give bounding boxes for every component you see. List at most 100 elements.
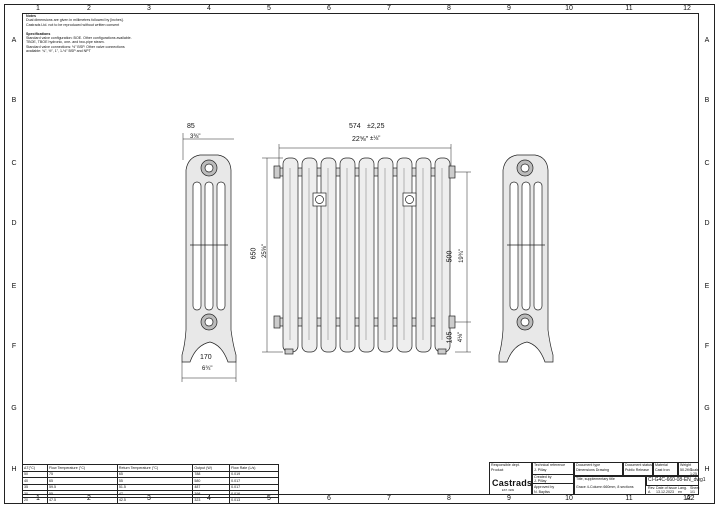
table-row: 35 59.5 51.5 487 0.017 [21, 483, 279, 491]
col-label: 8 [447, 5, 451, 12]
drawing-border-inner [22, 13, 699, 495]
tb-cell-status [623, 462, 653, 476]
col-label: 2 [87, 5, 91, 12]
tb-status: Public Release [625, 468, 649, 472]
castrads-logo: Castrads [492, 478, 533, 488]
dim-side-depth: 85 [187, 123, 195, 130]
tb-created: J. Pillay [534, 479, 547, 483]
row-label: B [11, 97, 17, 104]
drawing-border-outer [4, 4, 715, 504]
tb-approved-label: Approved by [534, 485, 555, 489]
tb-sheet: 1/1 [690, 490, 695, 494]
tb-dept-label: Responsible dept. [491, 463, 520, 467]
col-label: 5 [267, 5, 271, 12]
row-ruler-right: A B C D E F G H [700, 13, 714, 495]
table-header-row: ΔT(°C) Flow Temperature (°C) Return Temp… [21, 464, 279, 472]
table-cell: 20 [21, 496, 49, 504]
row-label: F [11, 343, 17, 350]
tb-lang-label: Lang. [678, 486, 687, 490]
dim-centres: 500 [446, 250, 454, 263]
col-label: 12 [683, 5, 691, 12]
tb-rev: A [648, 490, 651, 494]
dim-height-in: 25⅝" [261, 244, 268, 258]
row-ruler-left: A B C D E F G H [7, 13, 21, 495]
row-label: G [11, 405, 17, 412]
col-label: 7 [387, 5, 391, 12]
left-side-view [181, 154, 237, 363]
row-label: E [704, 283, 710, 290]
row-label: C [11, 160, 17, 167]
spec-line: available: ¾", ½", 1", 1-½" BSP and NPT [26, 49, 91, 54]
table-cell: 0.013 [229, 496, 279, 504]
tb-date-label: Date of issue [656, 486, 677, 490]
dim-total-width-in-tol: ±⅛" [370, 136, 381, 142]
dim-total-width: 574 [349, 123, 361, 130]
col-label: 9 [507, 5, 511, 12]
col-label: 7 [387, 495, 391, 502]
tb-doctype: Dimensions Drawing [576, 468, 609, 472]
column-ruler-top: 1 2 3 4 5 6 7 8 9 10 11 12 [22, 4, 699, 13]
table-cell: 42.5 [116, 496, 194, 504]
tb-cell-material [653, 462, 678, 476]
notes-line: Castrads Ltd. not to be reproduced witho… [26, 22, 120, 27]
col-label: 12 [683, 495, 691, 502]
col-label: 11 [625, 495, 633, 502]
tb-cell-drawno [646, 476, 699, 486]
tb-material-label: Material [655, 463, 668, 467]
notes-heading: Notes [26, 14, 36, 18]
col-label: 10 [565, 5, 573, 12]
col-label: 4 [207, 5, 211, 12]
row-label: F [704, 343, 710, 350]
tb-title: Grace 4-Column 660mm, 8 sections [576, 485, 634, 489]
front-view [273, 157, 456, 355]
table-cell: 47.5 [47, 496, 118, 504]
col-label: 11 [625, 5, 633, 12]
dim-centres-in: 19¾" [458, 249, 465, 263]
row-label: C [704, 160, 710, 167]
col-label: 3 [147, 5, 151, 12]
table-cell: 323 [192, 496, 231, 504]
row-label: D [704, 220, 710, 227]
notes-line: Dual dimensions are given in millimetres… [26, 18, 124, 23]
tb-dept: Product [491, 468, 504, 472]
col-label: 6 [327, 5, 331, 12]
tb-drawing-no: CI-G4C-660-08-EN_dwg1 [648, 477, 706, 483]
tb-date: 13.12.2023 [656, 490, 674, 494]
tb-doctype-label: Document type [576, 463, 601, 467]
dim-total-width-tol: ±2,25 [367, 123, 385, 130]
dim-floor-valve: 105 [446, 331, 454, 344]
spec-line: TBOE, TBOE hydronic, one- and two-pipe s… [26, 40, 105, 45]
tb-weight-label: Weight [680, 463, 692, 467]
row-label: A [11, 37, 17, 44]
tb-cell-doctype [574, 462, 623, 476]
dim-depth-bottom: 170 [200, 354, 212, 361]
tb-lang: en [678, 490, 682, 494]
tb-status-label: Document status [625, 463, 652, 467]
row-label: H [11, 466, 17, 473]
tb-weight: 50.2KG [680, 468, 693, 472]
row-label: D [11, 220, 17, 227]
tb-cell-title [574, 476, 646, 495]
notes-block: Notes Dual dimensions are given in milli… [26, 14, 156, 54]
row-label: E [11, 283, 17, 290]
tb-cell-dept [489, 462, 532, 495]
logo-sub: EST. 1999 [502, 489, 514, 492]
tb-cell-weight [678, 462, 699, 476]
tb-sheet-label: Sheet [690, 486, 700, 490]
tb-material: Cast Iron [655, 468, 670, 472]
paper-size: A2 [686, 495, 695, 502]
row-label: H [704, 466, 710, 473]
row-label: A [704, 37, 710, 44]
row-label: B [704, 97, 710, 104]
tb-created-label: Created by [534, 475, 552, 479]
tb-tech: J. Pillay [534, 468, 547, 472]
tb-scale: 1:25 [690, 472, 697, 476]
col-label: 8 [447, 495, 451, 502]
dim-height: 650 [250, 247, 258, 260]
col-label: 1 [36, 5, 40, 12]
table-row: 20 47.5 42.5 323 0.013 [21, 496, 279, 504]
dim-depth-bottom-in: 6¾" [202, 366, 213, 372]
row-label: G [704, 405, 710, 412]
tb-title-label: Title, supplementary title [576, 477, 615, 481]
